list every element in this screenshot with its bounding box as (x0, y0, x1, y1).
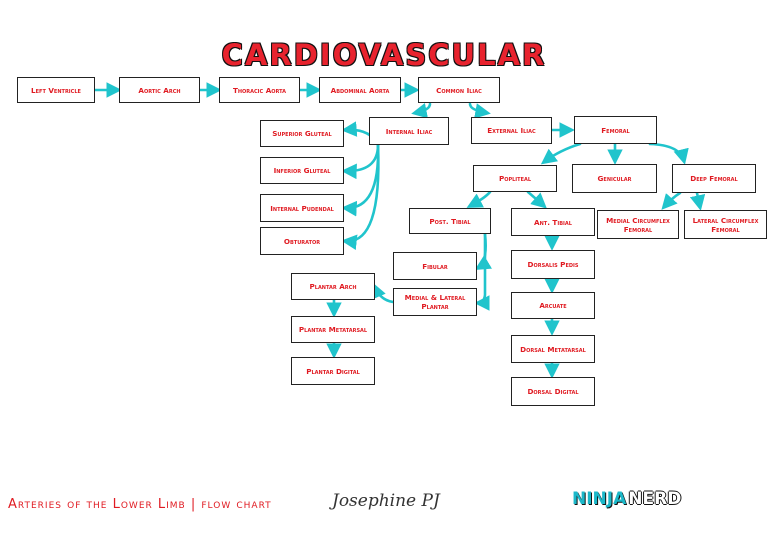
edge-medial-lateral-plantar-plantar-arch (371, 282, 395, 304)
footer-caption: Arteries of the Lower Limb | flow chart (8, 497, 272, 512)
edge-deep-femoral-lateral-circumflex (689, 191, 706, 211)
node-internal-pudendal: Internal Pudendal (260, 194, 344, 222)
node-abdominal-aorta: Abdominal Aorta (319, 77, 401, 103)
node-femoral: Femoral (574, 116, 657, 144)
node-inferior-gluteal: Inferior Gluteal (260, 157, 344, 184)
edge-femoral-deep-femoral (648, 142, 689, 165)
node-genicular: Genicular (572, 164, 657, 193)
node-aortic-arch: Aortic Arch (119, 77, 200, 103)
logo-part-nerd: NERD (628, 489, 682, 509)
node-superior-gluteal: Superior Gluteal (260, 120, 344, 147)
edge-femoral-popliteal (540, 142, 582, 165)
edge-internal-iliac-inferior-gluteal (341, 143, 380, 180)
node-ant-tibial: Ant. Tibial (511, 208, 595, 236)
node-fibular: Fibular (393, 252, 477, 280)
node-arcuate: Arcuate (511, 292, 595, 319)
edge-popliteal-post-tibial (466, 190, 492, 208)
node-left-ventricle: Left Ventricle (17, 77, 95, 103)
node-dorsal-digital: Dorsal Digital (511, 377, 595, 406)
node-thoracic-aorta: Thoracic Aorta (219, 77, 300, 103)
node-popliteal: Popliteal (473, 165, 557, 192)
author-signature: Josephine PJ (332, 491, 440, 511)
node-dorsalis-pedis: Dorsalis Pedis (511, 250, 595, 279)
node-medial-circumflex-femoral: Medial Circumflex Femoral (597, 210, 679, 239)
edge-internal-iliac-obturator (341, 143, 380, 250)
edge-common-iliac-external-iliac (468, 102, 491, 119)
node-post-tibial: Post. Tibial (409, 208, 491, 234)
logo-part-ninja: NINJA (572, 489, 627, 509)
edge-popliteal-ant-tibial (526, 190, 547, 209)
node-external-iliac: External Iliac (471, 117, 552, 144)
node-internal-iliac: Internal Iliac (369, 117, 449, 145)
node-plantar-arch: Plantar Arch (291, 273, 375, 300)
node-common-iliac: Common Iliac (418, 77, 500, 103)
node-plantar-metatarsal: Plantar Metatarsal (291, 316, 375, 343)
edge-post-tibial-medial-lateral-plantar (474, 232, 490, 311)
node-deep-femoral: Deep Femoral (672, 164, 756, 193)
diagram-title: CARDIOVASCULAR (221, 38, 547, 72)
node-obturator: Obturator (260, 227, 344, 255)
node-medial-lateral-plantar: Medial & Lateral Plantar (393, 288, 477, 316)
node-lateral-circumflex-femoral: Lateral Circumflex Femoral (684, 210, 767, 239)
node-plantar-digital: Plantar Digital (291, 357, 375, 385)
edge-common-iliac-internal-iliac (411, 102, 432, 119)
node-dorsal-metatarsal: Dorsal Metatarsal (511, 335, 595, 363)
edge-deep-femoral-medial-circumflex (661, 191, 682, 210)
edge-internal-iliac-internal-pudendal (341, 143, 380, 217)
